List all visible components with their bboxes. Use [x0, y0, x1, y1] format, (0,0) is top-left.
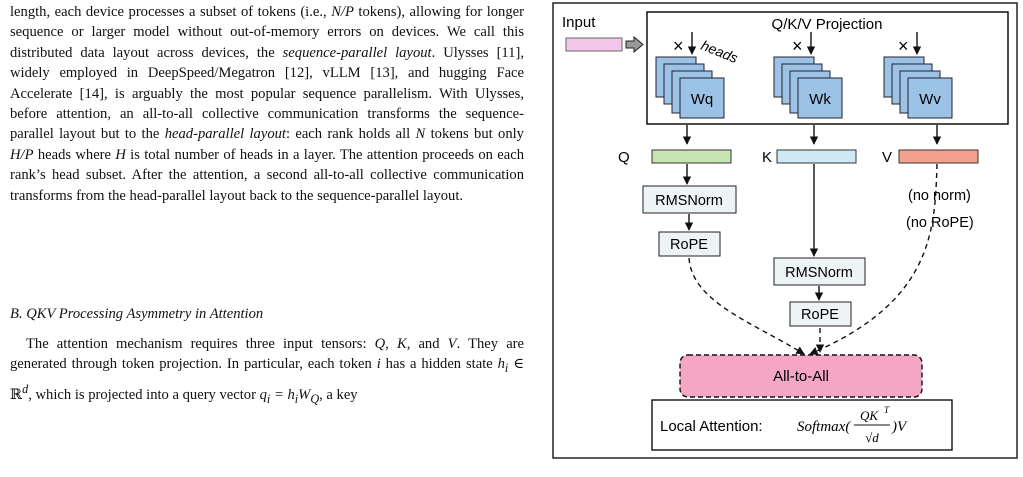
- times-icon: ×: [673, 36, 684, 56]
- body-text-column: length, each device processes a subset o…: [10, 0, 524, 477]
- softmax-tail: )V: [891, 419, 908, 435]
- q-label: Q: [618, 149, 630, 166]
- math-sub-i: i: [266, 391, 271, 406]
- text-span: , and: [406, 336, 448, 352]
- math-equals-h: = h: [270, 386, 295, 403]
- projection-box: [646, 11, 1009, 125]
- text-span: ,: [385, 336, 397, 352]
- wv-label: Wv: [919, 91, 941, 108]
- input-label: Input: [562, 14, 596, 31]
- text-span: , a key: [319, 386, 358, 403]
- q-rmsnorm-box: [642, 185, 737, 214]
- text-span: . They are generated through token proje…: [10, 336, 525, 373]
- figure-border: [552, 2, 1018, 459]
- q-bar: [651, 149, 732, 164]
- qk-numerator: QK: [860, 408, 879, 423]
- math-n: N: [415, 126, 426, 143]
- wq-stack: × heads Wq: [655, 32, 740, 119]
- math-sub-i: i: [294, 391, 299, 406]
- q-rope-box: [658, 231, 721, 257]
- text-span: : each rank holds all: [285, 126, 416, 143]
- wv-stack: × Wv: [883, 32, 953, 119]
- section-heading: B. QKV Processing Asymmetry in Attention: [10, 306, 264, 322]
- text-span: . Ulysses [11], widely employed in DeepS…: [10, 44, 524, 143]
- local-attention-label: Local Attention:: [660, 418, 763, 435]
- wq-label: Wq: [691, 91, 714, 108]
- times-icon: ×: [898, 36, 909, 56]
- local-attention-box: [651, 399, 953, 451]
- text-span: tokens), allowing for longer sequence or…: [10, 4, 524, 61]
- math-sub-q: Q: [310, 391, 320, 406]
- math-h: h: [497, 356, 505, 373]
- q-rmsnorm-label: RMSNorm: [655, 193, 723, 209]
- text-span: length, each device processes a subset o…: [10, 4, 332, 20]
- softmax-label: Softmax(: [797, 419, 851, 435]
- math-n-over-p: N/P: [331, 4, 354, 20]
- q-rope-label: RoPE: [670, 237, 708, 253]
- text-span: has a hidden state: [380, 356, 498, 373]
- text-span: is total number of heads in a layer. The…: [10, 146, 525, 204]
- input-bar: [565, 37, 623, 52]
- paragraph-ulysses: length, each device processes a subset o…: [10, 2, 524, 206]
- wk-box: [797, 77, 843, 119]
- paragraph-qkv: The attention mechanism requires three i…: [10, 334, 524, 409]
- qkv-figure: Input Q/K/V Projection × heads Wq × Wk: [552, 2, 1018, 459]
- text-span: The attention mechanism requires three i…: [26, 336, 375, 352]
- v-dashed-arrow-icon: [809, 163, 938, 355]
- k-rope-label: RoPE: [801, 307, 839, 323]
- math-q: q: [259, 386, 267, 403]
- qkv-diagram: Input Q/K/V Projection × heads Wq × Wk: [552, 2, 1018, 459]
- times-icon: ×: [792, 36, 803, 56]
- wk-label: Wk: [809, 91, 831, 108]
- wk-stack: × Wk: [773, 32, 843, 119]
- math-w: W: [298, 386, 311, 403]
- math-sup-d: d: [22, 381, 29, 396]
- math-in-reals: ∈ ℝ: [10, 356, 525, 403]
- all-to-all-box: [679, 354, 923, 398]
- math-k: K: [396, 336, 407, 352]
- v-bar: [898, 149, 979, 164]
- math-h-over-p: H/P: [10, 146, 34, 163]
- math-sub-i: i: [504, 361, 509, 376]
- projection-title: Q/K/V Projection: [772, 16, 883, 33]
- math-i: i: [376, 356, 381, 373]
- v-label: V: [882, 149, 892, 166]
- math-h: H: [115, 146, 126, 163]
- text-span: heads where: [33, 146, 116, 163]
- k-bar: [776, 149, 857, 164]
- k-rmsnorm-box: [773, 257, 866, 286]
- k-label: K: [762, 149, 772, 166]
- heads-label: heads: [699, 37, 740, 66]
- text-span: tokens but only: [425, 126, 524, 143]
- term-head-parallel-layout: head-parallel layout: [164, 126, 286, 143]
- wq-box: [679, 77, 725, 119]
- sqrt-d-denominator: √d: [865, 430, 879, 445]
- math-v: V: [447, 336, 457, 352]
- wv-box: [907, 77, 953, 119]
- no-rope-label: (no RoPE): [906, 215, 974, 231]
- superscript-t: T: [884, 405, 890, 415]
- math-q: Q: [374, 336, 386, 352]
- text-span: , which is projected into a query vector: [28, 386, 260, 403]
- input-arrow-icon: [625, 35, 644, 54]
- k-rope-box: [789, 301, 852, 327]
- no-norm-label: (no norm): [908, 188, 971, 204]
- k-rmsnorm-label: RMSNorm: [785, 265, 853, 281]
- all-to-all-label: All-to-All: [773, 368, 829, 385]
- term-sequence-parallel-layout: sequence-parallel layout: [282, 44, 432, 61]
